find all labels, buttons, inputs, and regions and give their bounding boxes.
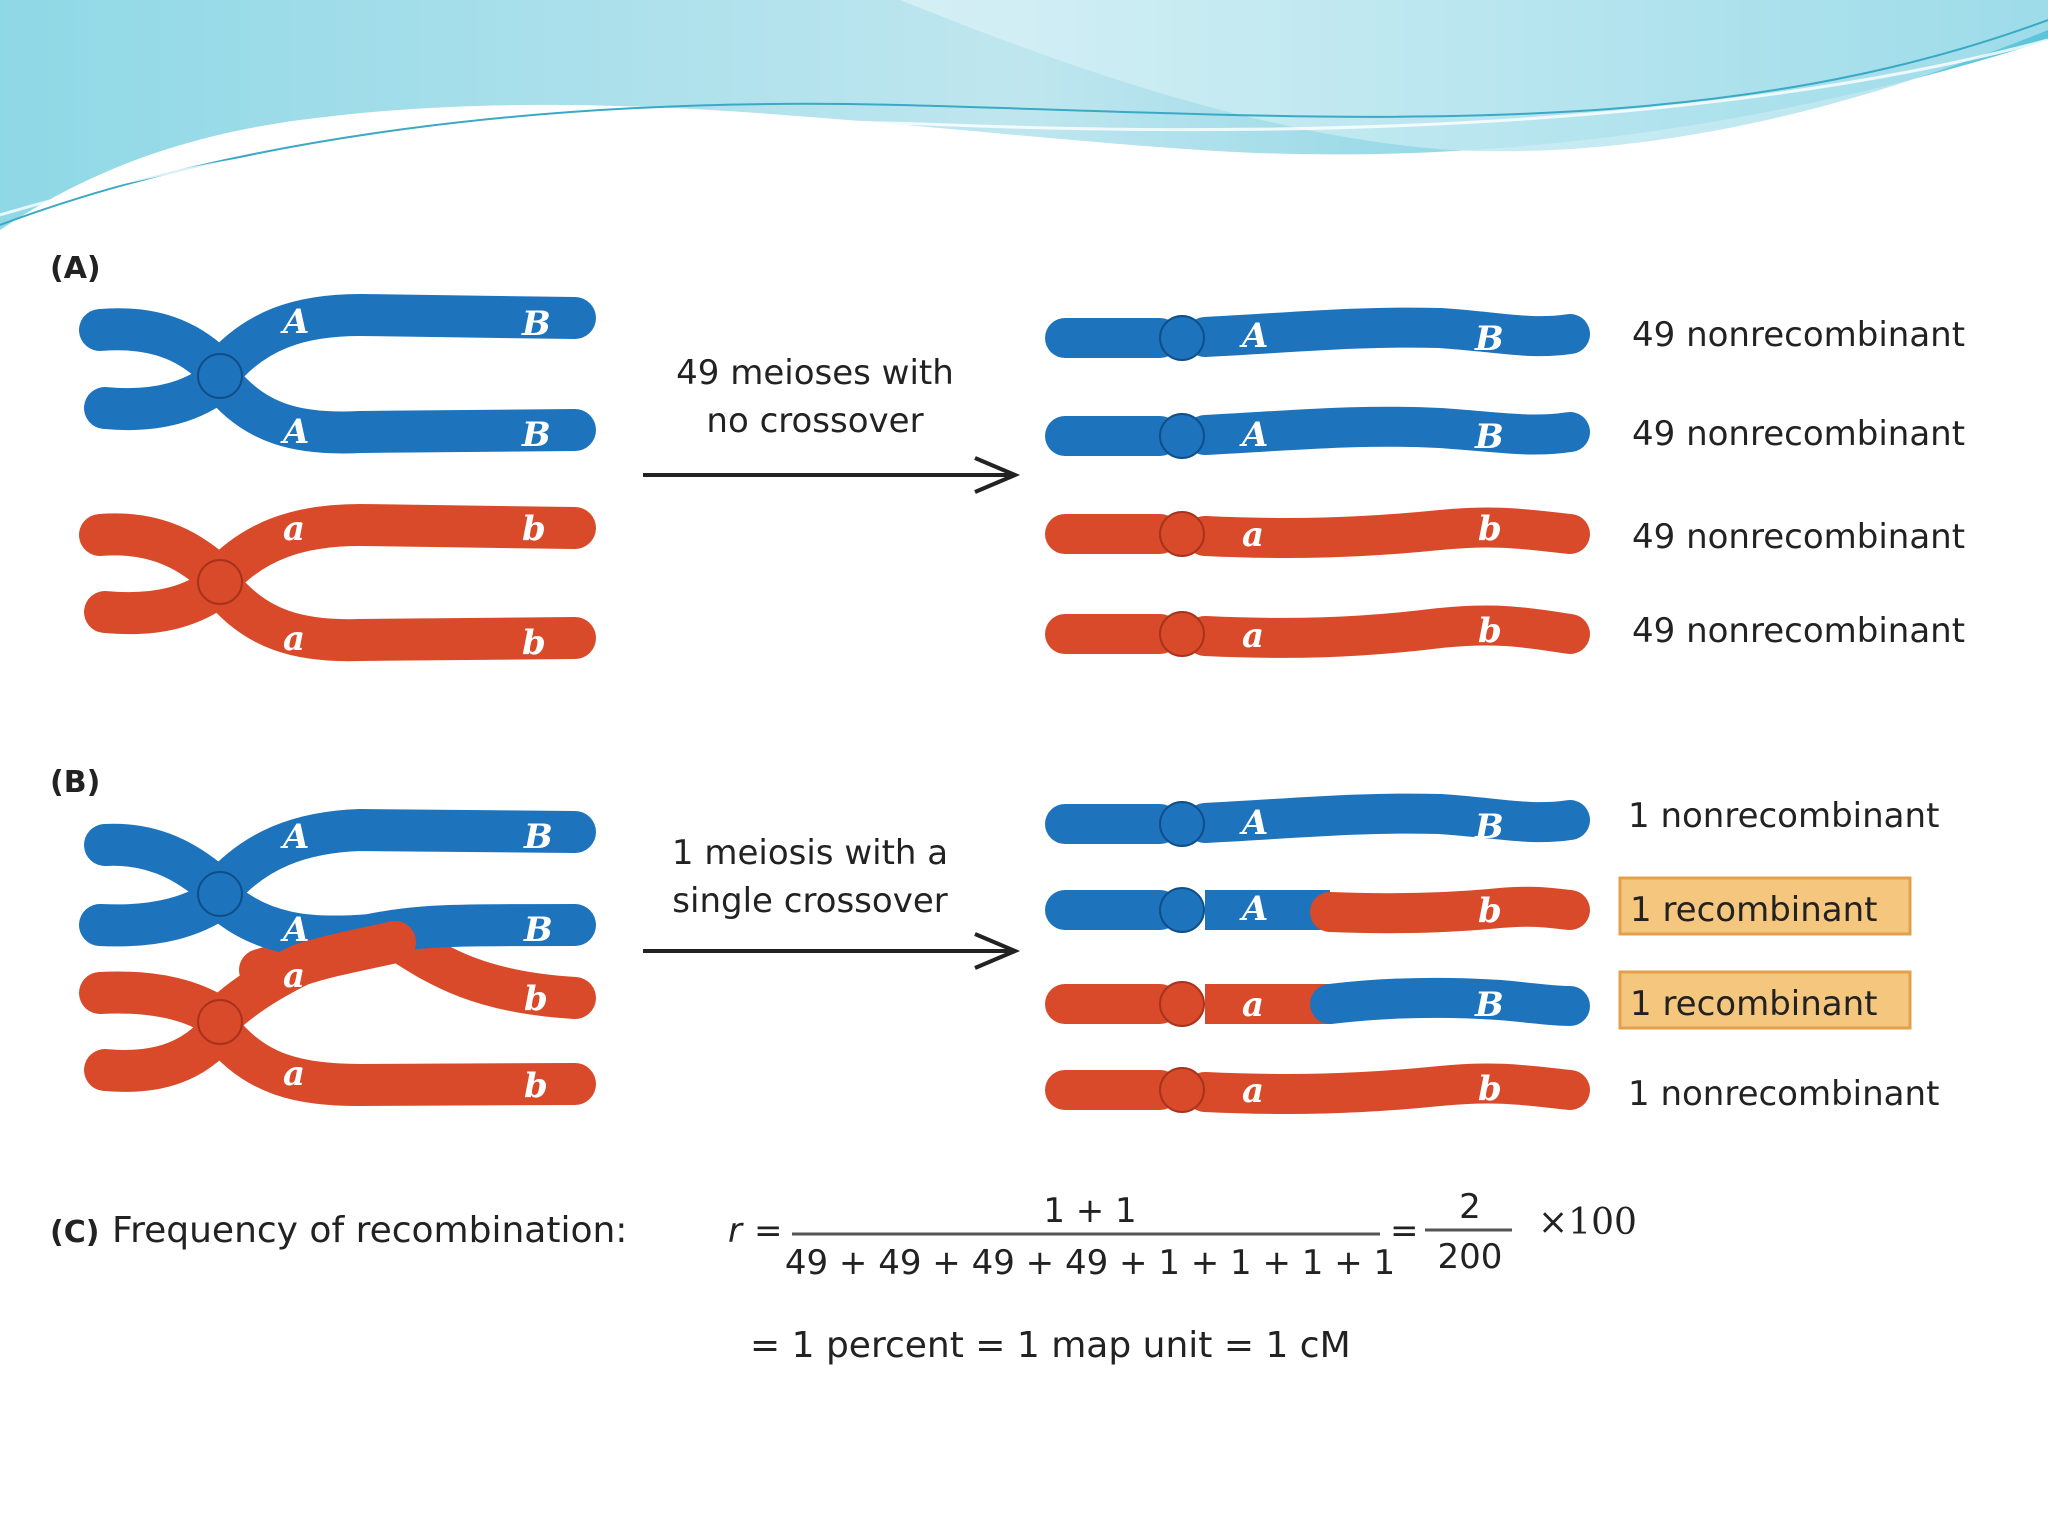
- formula-denominator: 49 + 49 + 49 + 49 + 1 + 1 + 1 + 1: [785, 1243, 1395, 1283]
- panel-b-arrow-text-line1: 1 meiosis with a: [672, 833, 948, 873]
- panel-a-arrow-text-line1: 49 meioses with: [676, 353, 954, 393]
- panel-a-result-1: 49 nonrecombinant: [1632, 315, 1965, 355]
- gene-label-B: B: [1474, 985, 1504, 1025]
- gene-label-a: a: [1242, 1071, 1264, 1111]
- formula-equals: =: [754, 1211, 783, 1251]
- gene-label-A: A: [1239, 415, 1268, 455]
- gene-label-B: B: [521, 304, 551, 344]
- header-wave-decoration: [0, 0, 2048, 230]
- panel-a-red-homolog: [79, 503, 596, 662]
- formula-result-line: = 1 percent = 1 map unit = 1 cM: [750, 1325, 1351, 1366]
- gene-label-A: A: [1239, 889, 1268, 929]
- gene-label-a: a: [283, 1054, 305, 1094]
- panel-b-label: (B): [50, 765, 100, 800]
- panel-b-result-2: 1 recombinant: [1630, 890, 1878, 930]
- panel-a-result-4: 49 nonrecombinant: [1632, 611, 1965, 651]
- panel-b-product-2-recombinant: [1045, 886, 1590, 934]
- gene-label-b: b: [1478, 509, 1502, 549]
- panel-a-result-3: 49 nonrecombinant: [1632, 517, 1965, 557]
- panel-b-product-1: [1045, 793, 1590, 847]
- panel-c-caption: Frequency of recombination:: [112, 1210, 627, 1251]
- gene-label-a: a: [283, 509, 305, 549]
- gene-label-b: b: [524, 1066, 548, 1106]
- panel-b-result-3: 1 recombinant: [1630, 984, 1878, 1024]
- gene-label-A: A: [280, 910, 309, 950]
- panel-b-product-4: [1045, 1063, 1590, 1114]
- panel-a-blue-homolog: [79, 293, 596, 454]
- formula-numerator: 1 + 1: [1043, 1191, 1136, 1231]
- gene-label-B: B: [523, 817, 553, 857]
- panel-c-label: (C): [50, 1215, 99, 1250]
- panel-a-arrow: [643, 456, 1021, 494]
- gene-label-B: B: [523, 910, 553, 950]
- panel-a-product-2: [1045, 406, 1590, 459]
- formula-simplified-numerator: 2: [1459, 1187, 1481, 1227]
- gene-label-B: B: [521, 415, 551, 455]
- gene-label-b: b: [524, 979, 548, 1019]
- gene-label-b: b: [1478, 1069, 1502, 1109]
- gene-label-B: B: [1474, 319, 1504, 359]
- gene-label-b: b: [1478, 611, 1502, 651]
- panel-b-crossover-homologs: [79, 808, 596, 1107]
- gene-label-A: A: [1239, 803, 1268, 843]
- gene-label-a: a: [283, 619, 305, 659]
- gene-label-A: A: [280, 412, 309, 452]
- gene-label-a: a: [1242, 985, 1264, 1025]
- gene-label-A: A: [280, 302, 309, 342]
- panel-a-arrow-text-line2: no crossover: [706, 401, 923, 441]
- panel-b-result-4: 1 nonrecombinant: [1628, 1074, 1939, 1114]
- gene-label-b: b: [522, 509, 546, 549]
- gene-label-b: b: [1478, 891, 1502, 931]
- panel-b-result-1: 1 nonrecombinant: [1628, 796, 1939, 836]
- panel-a-result-2: 49 nonrecombinant: [1632, 414, 1965, 454]
- recombinant-highlight-box: [1618, 876, 1912, 936]
- panel-a-product-4: [1045, 605, 1590, 658]
- formula-multiplier: ×100: [1538, 1202, 1637, 1243]
- formula-equals-2: =: [1390, 1211, 1419, 1251]
- panel-a-product-1: [1045, 307, 1590, 361]
- panel-b-arrow: [643, 932, 1021, 970]
- gene-label-a: a: [283, 956, 305, 996]
- gene-label-B: B: [1474, 417, 1504, 457]
- recombinant-highlight-box: [1618, 970, 1912, 1030]
- gene-label-a: a: [1242, 616, 1264, 656]
- gene-label-A: A: [1239, 316, 1268, 356]
- gene-label-B: B: [1474, 807, 1504, 847]
- gene-label-A: A: [280, 817, 309, 857]
- gene-label-a: a: [1242, 515, 1264, 555]
- panel-b-product-3-recombinant: [1045, 977, 1590, 1027]
- gene-label-b: b: [522, 623, 546, 663]
- panel-b-arrow-text-line2: single crossover: [672, 881, 947, 921]
- panel-a-label: (A): [50, 251, 101, 286]
- panel-a-product-3: [1045, 507, 1590, 558]
- formula-simplified-denominator: 200: [1438, 1237, 1503, 1277]
- formula-r-symbol: r: [728, 1211, 744, 1251]
